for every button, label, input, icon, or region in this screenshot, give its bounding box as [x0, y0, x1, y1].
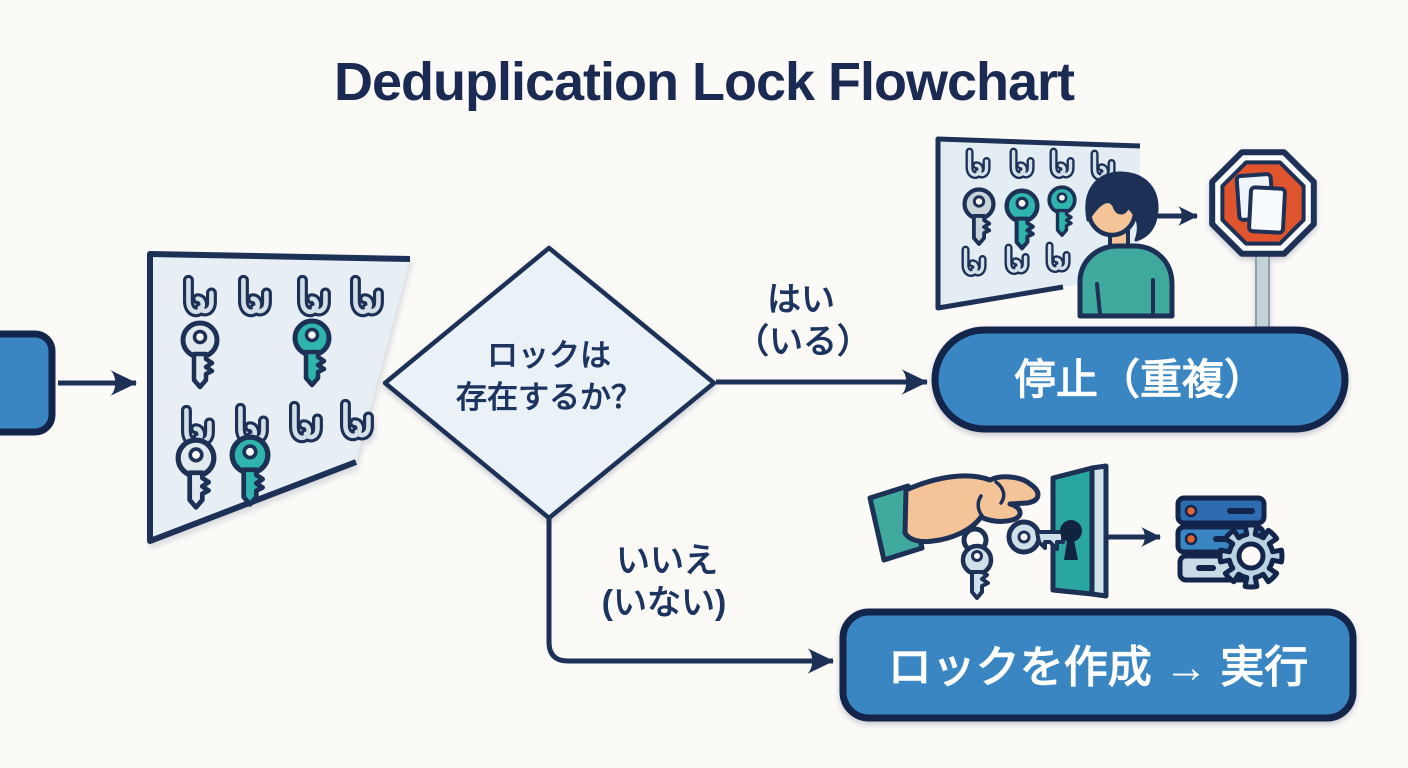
page-title: Deduplication Lock Flowchart: [334, 52, 1075, 112]
yes-label-line1: はい: [767, 281, 835, 319]
start-node: [0, 330, 56, 436]
create-lock-node-label: ロックを作成 → 実行: [888, 643, 1308, 692]
gear-icon: [1217, 522, 1285, 590]
key-into-keyhole-door-icon: [1006, 463, 1109, 599]
paper-front: [1247, 185, 1287, 235]
key-rack-panel: [150, 254, 410, 541]
decision-label-line2: 存在するか？: [456, 380, 642, 415]
key-rack-board-icon: [147, 251, 411, 544]
duplicate-check-illustration: [935, 136, 1317, 333]
create-lock-node: ロックを作成 → 実行: [839, 608, 1357, 722]
hand-holding-key-icon: [867, 473, 1041, 600]
stop-node-label: 停止（重複）: [1014, 356, 1266, 403]
decision-label-line1: ロックは: [487, 338, 611, 373]
person-checking-rack-icon: [1077, 171, 1175, 319]
no-label-line1: いいえ: [616, 542, 718, 580]
server-with-gear-icon: [1175, 495, 1285, 590]
yes-label-line2: （いる）: [735, 322, 871, 361]
stop-node: 停止（重複）: [931, 326, 1349, 433]
edge-no: [546, 518, 834, 674]
stop-sign-duplicate-papers-icon: [1209, 149, 1317, 333]
no-label-line2: (いない): [602, 584, 727, 622]
decision-node: ロックは 存在するか？: [382, 245, 717, 521]
create-lock-illustration: [867, 463, 1285, 600]
